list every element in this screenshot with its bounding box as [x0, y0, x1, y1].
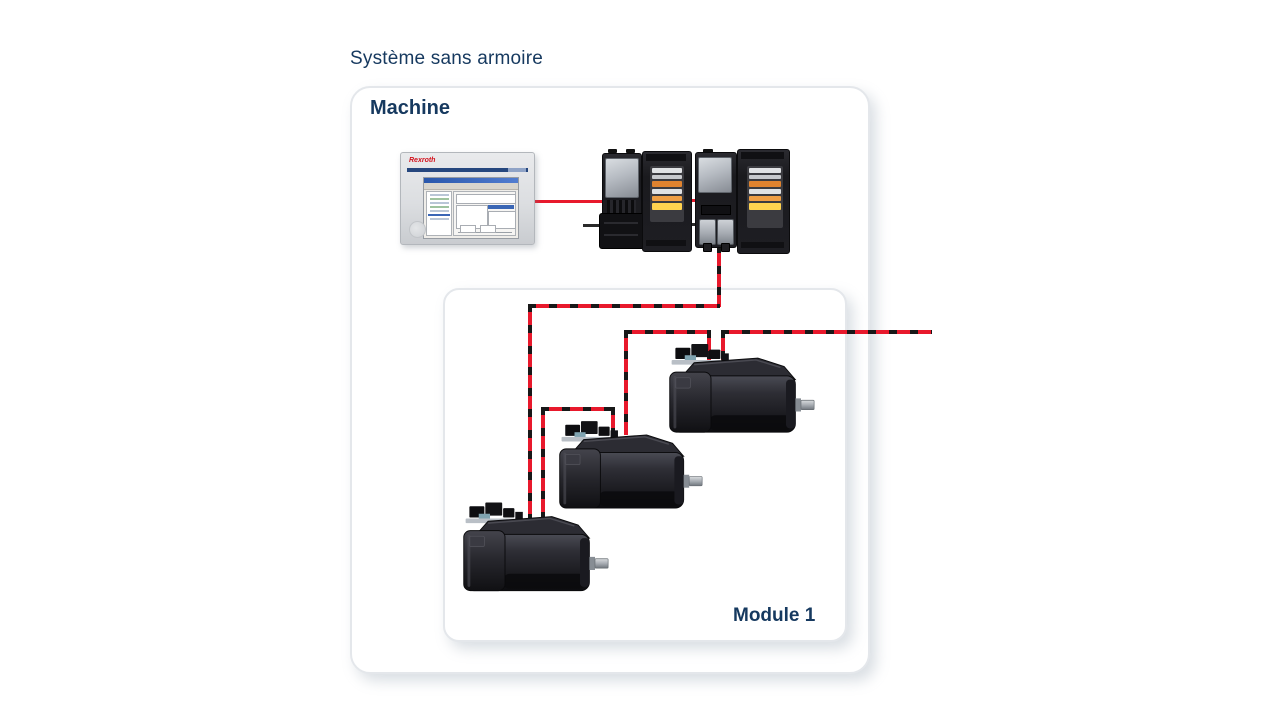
- app-work-area: [453, 191, 516, 236]
- tree-item: [430, 198, 449, 200]
- label-sticker: [652, 196, 682, 201]
- cable-up-from-motor-bottom: [541, 407, 545, 518]
- drive2-power-section: [737, 149, 790, 254]
- page-title: Système sans armoire: [350, 48, 544, 69]
- app-panel: [456, 194, 516, 204]
- cable-down-to-motor-bottom: [528, 304, 532, 518]
- top-strip: [741, 152, 784, 159]
- drive-unit-1: [599, 149, 692, 252]
- connector-cover: [698, 157, 732, 193]
- connector-cover: [605, 158, 639, 198]
- mount-tab: [608, 149, 617, 153]
- cable-exit-to-next-module: [721, 330, 932, 334]
- app-panel: [460, 225, 476, 233]
- cable-up-from-motor-top: [721, 330, 725, 360]
- app-toolbar: [424, 183, 518, 190]
- cable-run-top: [528, 304, 720, 308]
- tree-item: [430, 218, 449, 220]
- drive2-left-module: [695, 152, 737, 252]
- label-sticker: [749, 168, 781, 173]
- software-screenshot: [423, 177, 519, 239]
- rexroth-logo: Rexroth: [409, 157, 436, 164]
- cable-up-from-motor-middle: [624, 330, 628, 435]
- top-strip: [646, 154, 686, 161]
- type-label: [747, 166, 783, 228]
- cable-run-upper: [624, 330, 711, 334]
- label-sticker: [749, 203, 781, 210]
- machine-label: Machine: [370, 97, 451, 119]
- label-sticker: [749, 175, 781, 179]
- bottom-strip: [741, 242, 784, 248]
- servo-motor-bottom: [463, 501, 609, 592]
- drive1-connector-housing: [599, 213, 645, 249]
- label-sticker: [652, 168, 682, 173]
- engineering-pc: Rexroth: [400, 152, 535, 245]
- servo-motor-middle: [559, 420, 703, 509]
- tree-item: [430, 210, 449, 212]
- tree-item: [430, 202, 449, 204]
- bottom-strip: [646, 240, 686, 246]
- app-titlebar: [424, 178, 518, 183]
- cable-drive-power-stub: [583, 224, 603, 227]
- cable-down-to-motor-top: [707, 330, 711, 360]
- cable-drive1-drive2-red: [687, 199, 697, 202]
- label-sticker: [652, 203, 682, 210]
- pc-header-notch: [508, 168, 526, 172]
- drive1-power-section: [642, 151, 692, 252]
- cable-run-mid: [541, 407, 615, 411]
- cable-pc-to-drive: [531, 200, 605, 203]
- vent-slots: [607, 200, 636, 215]
- cable-gland: [721, 243, 730, 252]
- drive-unit-2: [695, 149, 790, 254]
- hybrid-connector: [717, 219, 734, 245]
- tree-item: [430, 206, 449, 208]
- app-panel-header: [488, 205, 514, 209]
- label-sticker: [749, 181, 781, 187]
- hybrid-connector: [699, 219, 716, 245]
- cable-drive1-drive2-black: [687, 223, 697, 226]
- label-sticker: [652, 189, 682, 194]
- label-sticker: [652, 175, 682, 179]
- pc-header-bar: [407, 168, 528, 172]
- mount-tab: [703, 149, 713, 153]
- module-label: Module 1: [733, 605, 816, 626]
- cable-down-to-motor-middle: [611, 407, 615, 435]
- housing-groove: [604, 234, 638, 236]
- terminal-strip: [701, 205, 731, 215]
- pc-emblem-icon: [409, 221, 426, 238]
- app-panel: [480, 225, 496, 233]
- housing-groove: [604, 222, 638, 224]
- tree-item-selected: [428, 214, 450, 216]
- label-sticker: [749, 189, 781, 194]
- label-sticker: [749, 196, 781, 201]
- mount-tab: [626, 149, 635, 153]
- cable-drive-drop: [717, 245, 721, 307]
- type-label: [650, 166, 684, 222]
- tree-item: [430, 194, 449, 196]
- app-panel: [488, 211, 516, 229]
- cable-gland: [703, 243, 712, 252]
- app-project-tree: [426, 191, 452, 236]
- label-sticker: [652, 181, 682, 187]
